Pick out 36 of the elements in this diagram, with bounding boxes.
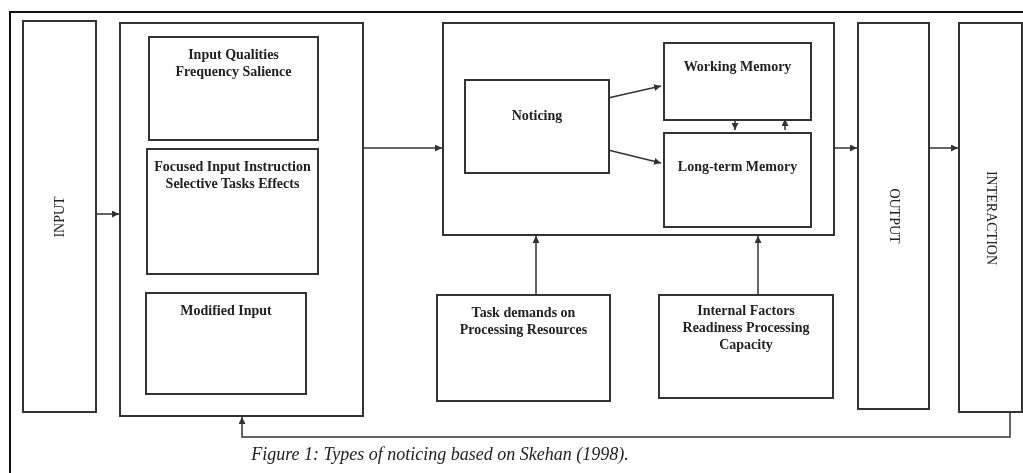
box-label: INPUT: [51, 195, 68, 238]
box-label: Noticing: [510, 107, 564, 124]
arrow: [363, 144, 443, 152]
process-box: [146, 148, 319, 275]
box-label: Internal Factors Readiness Processing Capacity: [681, 302, 811, 353]
arrow: [781, 118, 789, 131]
process-box: [663, 42, 812, 121]
arrow: [238, 412, 1011, 438]
process-box: [663, 132, 812, 228]
arrow: [96, 210, 120, 218]
group-box: [119, 22, 364, 417]
arrow: [754, 235, 762, 295]
process-box: [436, 294, 611, 402]
arrow: [607, 149, 662, 165]
process-box: [148, 36, 319, 141]
process-box: [464, 79, 610, 174]
box-label: Task demands on Processing Resources: [458, 304, 589, 338]
arrow: [607, 84, 662, 99]
process-box: [857, 22, 930, 410]
box-label: Long-term Memory: [676, 158, 799, 175]
arrow: [834, 144, 858, 152]
box-label: OUTPUT: [885, 188, 902, 244]
arrow: [731, 118, 739, 131]
process-box: [658, 294, 834, 399]
process-box: [22, 20, 97, 413]
arrow: [532, 235, 540, 295]
box-label: Input Qualities Frequency Salience: [174, 46, 293, 80]
box-label: INTERACTION: [982, 170, 999, 265]
box-label: Focused Input Instruction Selective Tasks Effects: [153, 158, 312, 192]
process-box: [958, 22, 1023, 413]
group-box: [442, 22, 835, 236]
box-label: Working Memory: [682, 58, 793, 75]
box-label: Modified Input: [179, 302, 273, 319]
figure-caption: Figure 1: Types of noticing based on Skehan (1998).: [250, 444, 630, 465]
arrow: [929, 144, 959, 152]
process-box: [145, 292, 307, 395]
